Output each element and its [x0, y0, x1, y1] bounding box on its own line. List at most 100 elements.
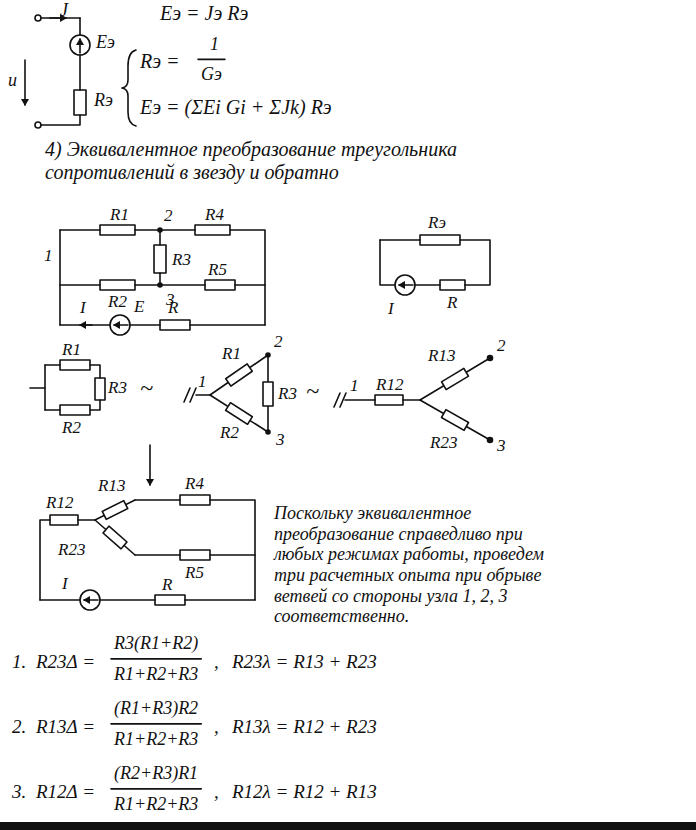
- node-number: 1: [198, 372, 207, 392]
- bridge-circuit-part: [110, 315, 130, 335]
- transformed-circuit-part: [95, 500, 135, 520]
- equivalent-source-circuit-part: [35, 122, 41, 128]
- resistor-label: R: [162, 575, 172, 595]
- resistor-label: R23: [430, 433, 457, 453]
- bridge-circuit-part: [159, 230, 161, 245]
- formula: R1+R2+R3: [114, 794, 198, 815]
- node-number: 1: [350, 376, 359, 396]
- delta-star-transform-part: [334, 393, 340, 407]
- bridge-circuit-part: [60, 229, 100, 231]
- delta-star-transform-part: [226, 403, 253, 425]
- note-text: Поскольку эквивалентное преобразование с…: [274, 503, 574, 627]
- delta-star-transform-part: [60, 360, 90, 370]
- bridge-circuit-part: [100, 225, 135, 235]
- bridge-circuit-part: [60, 324, 110, 326]
- transformed-circuit-part: [84, 599, 98, 601]
- formula: R23λ = R13 + R23: [232, 651, 377, 673]
- node-number: 2: [164, 206, 173, 226]
- equivalent-circuit-part: [380, 240, 395, 285]
- transformed-circuit-part: [135, 499, 180, 501]
- delta-star-transform-part-part: [442, 368, 469, 389]
- node-number: 2: [497, 336, 506, 356]
- bridge-circuit-part: [135, 284, 205, 286]
- transformed-circuit-part: [185, 599, 255, 601]
- delta-star-transform-part: [44, 365, 46, 410]
- equivalence-sign: ~: [140, 375, 153, 403]
- formula: (R1+R3)R2: [114, 698, 198, 719]
- delta-star-transform-part-part: [226, 403, 253, 425]
- equivalent-source-circuit-part: [79, 18, 81, 35]
- resistor-label: R1: [62, 340, 81, 360]
- equivalent-circuit-part: [380, 239, 420, 241]
- resistor-label: Rэ: [428, 213, 446, 233]
- current-label: I: [388, 299, 394, 319]
- formula-number: 2.: [12, 716, 26, 738]
- transformed-circuit-part: [80, 590, 100, 610]
- bridge-circuit-part: [60, 284, 100, 286]
- formula: Eэ = Jэ Rэ: [160, 2, 248, 25]
- formula-number: 1.: [12, 651, 26, 673]
- delta-star-transform-part: [90, 400, 100, 410]
- resistor-label: R4: [185, 474, 204, 494]
- formula: R13λ = R12 + R23: [232, 716, 377, 738]
- resistor-label: R: [447, 293, 457, 313]
- bridge-circuit-part: [130, 324, 160, 326]
- resistor-label: R23: [58, 540, 85, 560]
- delta-star-transform-part: [441, 410, 468, 431]
- delta-star-transform-part: [345, 399, 375, 401]
- page-edge-bar: [0, 822, 696, 830]
- delta-star-transform-part-part: [226, 364, 253, 386]
- resistor-label: R13: [428, 346, 455, 366]
- formula: R1+R2+R3: [114, 729, 198, 750]
- delta-star-transform-part: [442, 368, 469, 389]
- resistor-label: R12: [376, 375, 403, 395]
- equivalent-source-circuit-part: [79, 55, 81, 90]
- delta-star-transform-part: [45, 364, 60, 366]
- equivalent-circuit-part: [440, 280, 465, 290]
- resistor-label: R2: [108, 292, 127, 312]
- delta-star-transform-part: [60, 405, 90, 415]
- transformed-circuit-part: [100, 599, 155, 601]
- equivalent-circuit: [380, 235, 490, 295]
- delta-star-transform-part: [210, 395, 268, 432]
- resistor-label: R1: [222, 344, 241, 364]
- delta-star-transform-part-part: [441, 410, 468, 431]
- formula: R12λ = R12 + R13: [232, 781, 377, 803]
- node-number: 3: [276, 430, 285, 450]
- equivalent-source-circuit-part: [70, 35, 90, 55]
- resistor-label: R5: [185, 563, 204, 583]
- bridge-circuit-part: [135, 229, 195, 231]
- equivalent-circuit-part: [460, 240, 490, 285]
- transformed-circuit-part: [180, 550, 210, 560]
- delta-star-transform-part: [488, 356, 493, 361]
- equivalent-source-circuit-part: [74, 90, 86, 115]
- transformed-circuit-part: [180, 495, 210, 505]
- equivalent-circuit-part: [395, 275, 415, 295]
- formula: Gэ: [201, 64, 222, 85]
- delta-star-transform-part: [149, 445, 151, 485]
- formula: ,: [214, 716, 219, 738]
- resistor-label: R1: [110, 205, 129, 225]
- equivalence-sign: ~: [306, 378, 319, 406]
- transformed-circuit-part: [155, 595, 185, 605]
- formula: R3(R1+R2): [114, 633, 198, 654]
- resistor-label: R12: [46, 493, 73, 513]
- delta-star-transform-part: [95, 378, 105, 400]
- formula: R23Δ =: [36, 651, 95, 673]
- equivalent-circuit-part: [399, 284, 413, 286]
- formula: R13Δ =: [36, 716, 95, 738]
- resistor-label: Rэ: [94, 90, 113, 111]
- transformed-circuit-part-part: [103, 526, 127, 549]
- transformed-circuit-part: [40, 520, 50, 600]
- transformed-circuit-part: [95, 520, 135, 555]
- transformed-circuit-part: [135, 554, 180, 556]
- resistor-label: R13: [98, 476, 125, 496]
- delta-star-transform-part: [184, 388, 190, 402]
- transformed-circuit-part-part: [102, 501, 127, 520]
- equivalent-circuit-part: [415, 284, 440, 286]
- transformed-circuit-part: [210, 554, 255, 556]
- resistor-label: R3: [108, 378, 127, 398]
- current-label: I: [62, 574, 68, 594]
